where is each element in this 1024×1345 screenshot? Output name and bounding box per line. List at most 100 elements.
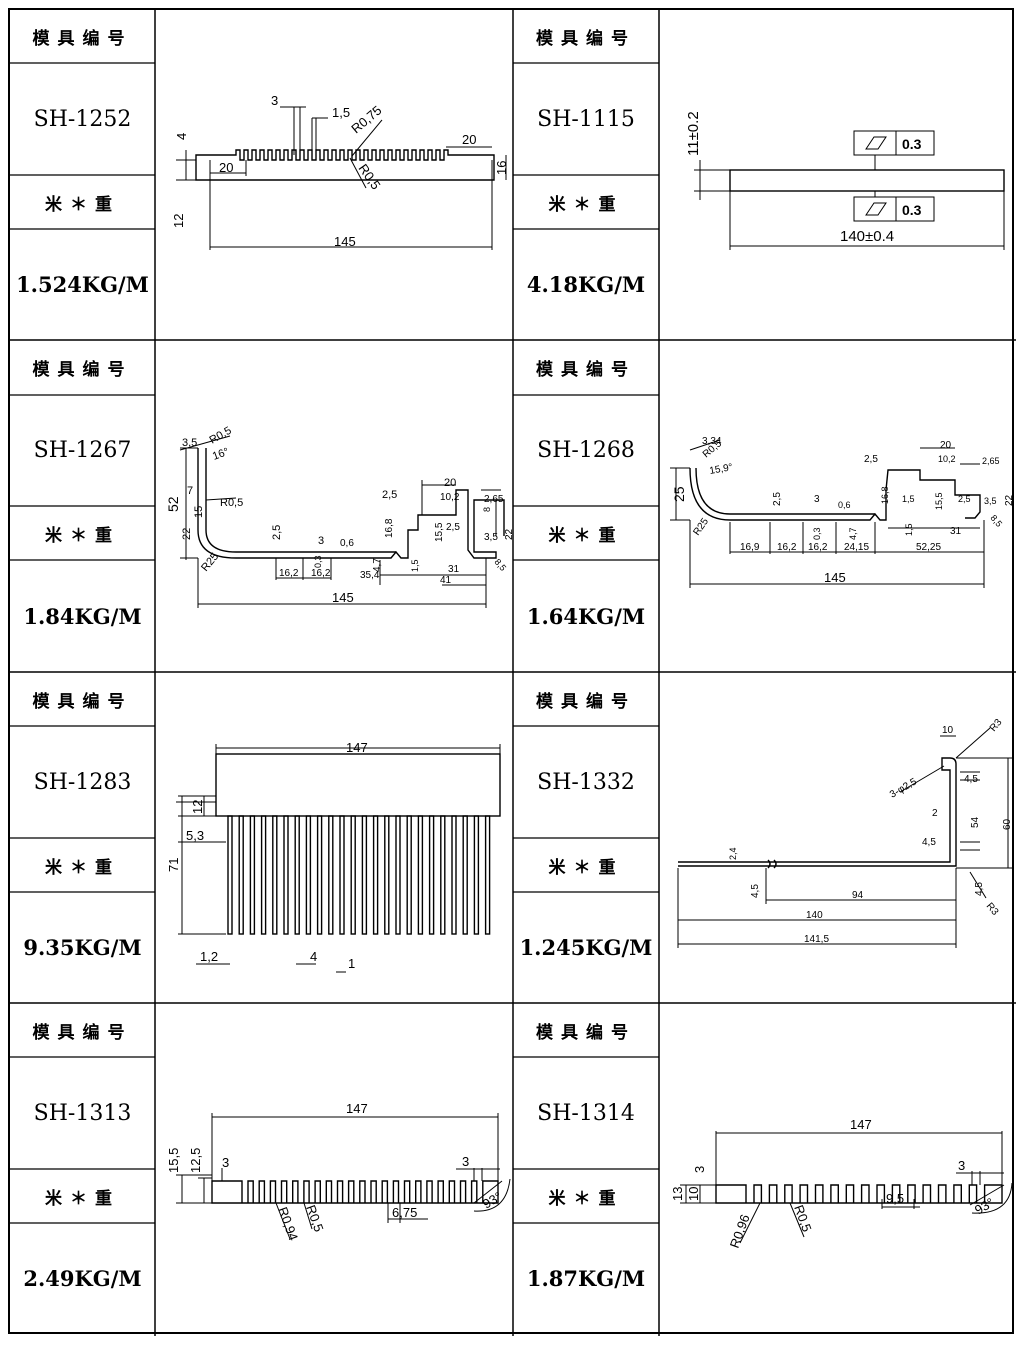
dim-label: 1,5 (332, 105, 350, 120)
dim-label: 54 (970, 816, 981, 828)
dim-label: 4,5 (750, 884, 761, 898)
dim-label: 15,9° (709, 462, 734, 477)
dim-label: 22 (181, 528, 193, 540)
dim-label: 0,3 (812, 527, 822, 540)
weight-value: 1.87KG/M (526, 1266, 646, 1291)
dim-label: 2,65 (484, 494, 504, 505)
fin-line (428, 815, 435, 935)
dim-label: 41 (440, 575, 452, 586)
dim-label: 8,5 (988, 513, 1004, 529)
dim-label: 1,5 (410, 559, 420, 572)
dim-label: 141,5 (804, 934, 829, 945)
dim-label: 94 (852, 890, 864, 901)
dim-label: 13 (670, 1187, 685, 1201)
dim-label: R0,94 (275, 1205, 301, 1243)
dim-label: 25 (671, 486, 687, 502)
fin-line (339, 815, 345, 935)
fin-line (249, 815, 256, 935)
flatness-value: 0.3 (902, 202, 922, 218)
weight-label: 米＊重 (45, 525, 120, 546)
weight-label: 米＊重 (45, 1188, 120, 1209)
fin-line (384, 815, 390, 935)
mold-code-label: 模具编号 (32, 1022, 133, 1043)
dim-label: 3 (318, 535, 324, 547)
flatness-value: 0.3 (902, 136, 922, 152)
dim-label: 31 (950, 526, 962, 537)
dim-label: 6,75 (392, 1205, 417, 1220)
dim-label: 2,5 (958, 494, 971, 504)
dim-label: 3,5 (984, 496, 997, 506)
fin-line (260, 815, 267, 935)
dim-label: R25 (199, 551, 221, 574)
fin-line (417, 815, 424, 935)
weight-value: 4.18KG/M (526, 272, 646, 297)
fin-line (473, 815, 480, 935)
profile-drawing-sh-1332: 10 R3 3-φ2,5 4,5 2 54 60 4,5 2,4 4,5 94 … (677, 717, 1013, 948)
profile-drawing-sh-1313: 147 15,5 12,5 3 3 R0,94 R0,5 6,75 93° (166, 1101, 511, 1243)
dim-label: 3 (814, 494, 820, 505)
mold-code-label: 模具编号 (536, 360, 636, 380)
fin-line (328, 815, 334, 935)
dim-label: 7 (187, 485, 193, 497)
dim-label: 60 (1002, 818, 1013, 830)
dim-label: 1,5 (902, 494, 915, 504)
dim-label: 2,5 (271, 525, 283, 540)
dim-label: 140 (806, 910, 823, 921)
dim-label: 16,2 (808, 542, 828, 553)
dim-label: 3,34 (702, 436, 722, 447)
dim-label: 3 (958, 1158, 965, 1173)
dim-label: R0,5 (303, 1203, 326, 1234)
weight-value: 9.35KG/M (23, 935, 142, 960)
dim-label: 3 (222, 1155, 229, 1170)
dim-label: 16,2 (279, 568, 299, 579)
weight-value: 1.245KG/M (519, 935, 653, 960)
profile-drawing-sh-1268: 3,34 R0,5 15,9° 25 R25 2,5 3 0,6 2,5 16,… (670, 436, 1015, 588)
fin-line (395, 815, 401, 935)
dim-label: 2,5 (772, 492, 783, 506)
mold-code-value: SH-1313 (33, 1100, 132, 1126)
fin-line (451, 815, 457, 935)
dim-label: 0,6 (838, 500, 851, 510)
profile-drawing-sh-1115: 11±0.2 0.3 0.3 140±0.4 (685, 111, 1005, 250)
fin-line (440, 815, 446, 935)
fin-line (361, 815, 368, 935)
dim-label: 12,5 (188, 1148, 203, 1173)
fin-line (406, 815, 412, 935)
mold-code-label: 模具编号 (32, 691, 133, 712)
dim-label: 22 (1004, 494, 1015, 506)
weight-label: 米＊重 (548, 194, 624, 215)
dim-label: 10 (686, 1187, 701, 1201)
dim-label: 15,5 (934, 492, 944, 510)
fin-line (350, 815, 356, 935)
dim-label: 31 (448, 564, 460, 575)
dim-label: 147 (850, 1117, 872, 1132)
dim-label: 1,2 (200, 949, 218, 964)
dim-label: 4,5 (974, 882, 985, 896)
dim-label: 16,8 (880, 486, 890, 504)
dim-label: 5,3 (186, 828, 204, 843)
weight-label: 米＊重 (45, 194, 120, 215)
dim-label: 20 (462, 132, 476, 147)
dim-label: 1,5 (904, 523, 914, 536)
dim-label: 12 (171, 214, 186, 228)
dim-label: 1 (348, 956, 355, 971)
dim-label: 4,5 (922, 837, 936, 848)
fin-line (238, 815, 244, 935)
dim-label: 3 (692, 1166, 707, 1173)
fin-line (294, 815, 300, 935)
fin-line (305, 815, 312, 935)
dim-label: 22 (504, 528, 512, 540)
weight-label: 米＊重 (548, 1188, 624, 1209)
dim-label: 3-φ2,5 (888, 776, 919, 800)
dim-label: 2,5 (446, 522, 460, 533)
dim-label: 16,2 (777, 542, 797, 553)
dim-label: 0,3 (313, 555, 323, 568)
dim-label: R0,5 (791, 1203, 814, 1234)
dim-label: 15 (193, 506, 205, 518)
dim-label: 9,5 (886, 1191, 904, 1206)
dim-label: R0,5 (220, 497, 243, 509)
dim-label: 2,65 (982, 456, 1000, 466)
dim-label: 20 (940, 440, 952, 451)
dim-label: 16,8 (384, 518, 395, 538)
weight-label: 米＊重 (45, 857, 120, 878)
